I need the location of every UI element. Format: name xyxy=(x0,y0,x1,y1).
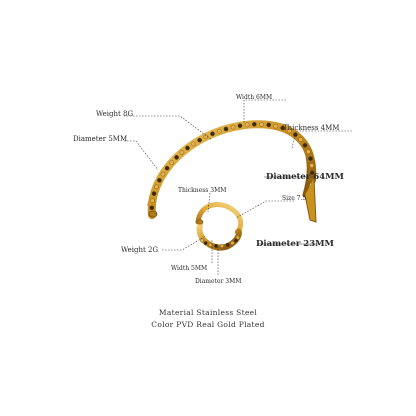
bangle-bead xyxy=(308,156,313,161)
ring-bead xyxy=(233,238,238,243)
ring-bead xyxy=(208,242,213,247)
bangle-bead xyxy=(309,163,315,168)
bangle-thickness-label: Thickness 4MM xyxy=(283,124,340,132)
bangle-bead xyxy=(160,171,166,177)
bangle-width-label: Width 6MM xyxy=(236,94,273,101)
bangle-bead xyxy=(197,137,202,143)
bangle-bead xyxy=(191,141,196,147)
bangle-bead xyxy=(259,122,264,127)
ring-bead xyxy=(213,243,218,248)
ring-thickness-label: Thickness 3MM xyxy=(178,187,227,194)
bangle-bead xyxy=(251,122,257,127)
bangle-bead xyxy=(169,160,174,165)
bangle-diameter-label: Diameter 64MM xyxy=(266,172,344,182)
material-caption: Material Stainless Steel xyxy=(158,308,258,317)
ring-wire-diameter-label: Diameter 3MM xyxy=(195,278,242,285)
bangle-bead xyxy=(174,155,179,160)
bangle-bead xyxy=(280,125,286,131)
bangle-bead xyxy=(149,205,155,211)
bangle-weight-label: Weight 8G xyxy=(96,110,134,118)
ring-bead xyxy=(230,241,235,246)
bangle-bead xyxy=(286,128,292,134)
bangle-bead xyxy=(237,123,243,128)
color-caption: Color PVD Real Gold Plated xyxy=(151,320,265,329)
bangle-bead xyxy=(185,145,190,151)
bangle-bead xyxy=(150,198,155,203)
leader-lines xyxy=(124,99,352,275)
ring-size-label: Size 7.5 xyxy=(282,195,307,202)
bangle-bead xyxy=(266,122,272,128)
bangle-bead xyxy=(305,149,311,154)
ring-bead xyxy=(235,235,240,240)
bangle-bead xyxy=(309,170,315,176)
ring-bead xyxy=(203,241,208,246)
bangle-bead xyxy=(151,191,157,196)
bangle-wire-diameter-label: Diameter 5MM xyxy=(73,135,128,143)
ring-bead xyxy=(225,242,230,247)
bangle-bead xyxy=(157,177,162,183)
bangle-bead xyxy=(216,128,222,134)
ring-bead xyxy=(200,238,205,243)
bangle-bead xyxy=(164,165,170,171)
ring-image xyxy=(195,202,244,251)
bangle-bead xyxy=(223,126,229,132)
bangle-bead xyxy=(273,123,279,129)
bangle-bead xyxy=(302,142,308,148)
bangle-bead xyxy=(154,184,159,190)
ring-weight-label: Weight 2G xyxy=(121,246,159,254)
ring-bead xyxy=(219,243,224,248)
bangle-bead xyxy=(179,150,185,155)
bangle-bead xyxy=(210,131,215,137)
bangle-bead xyxy=(298,137,304,142)
bangle-bead xyxy=(230,124,236,130)
bangle-bead xyxy=(244,122,250,128)
ring-width-label: Width 5MM xyxy=(171,265,208,272)
bangle-image xyxy=(147,120,317,223)
ring-diameter-label: Diameter 23MM xyxy=(256,239,334,249)
